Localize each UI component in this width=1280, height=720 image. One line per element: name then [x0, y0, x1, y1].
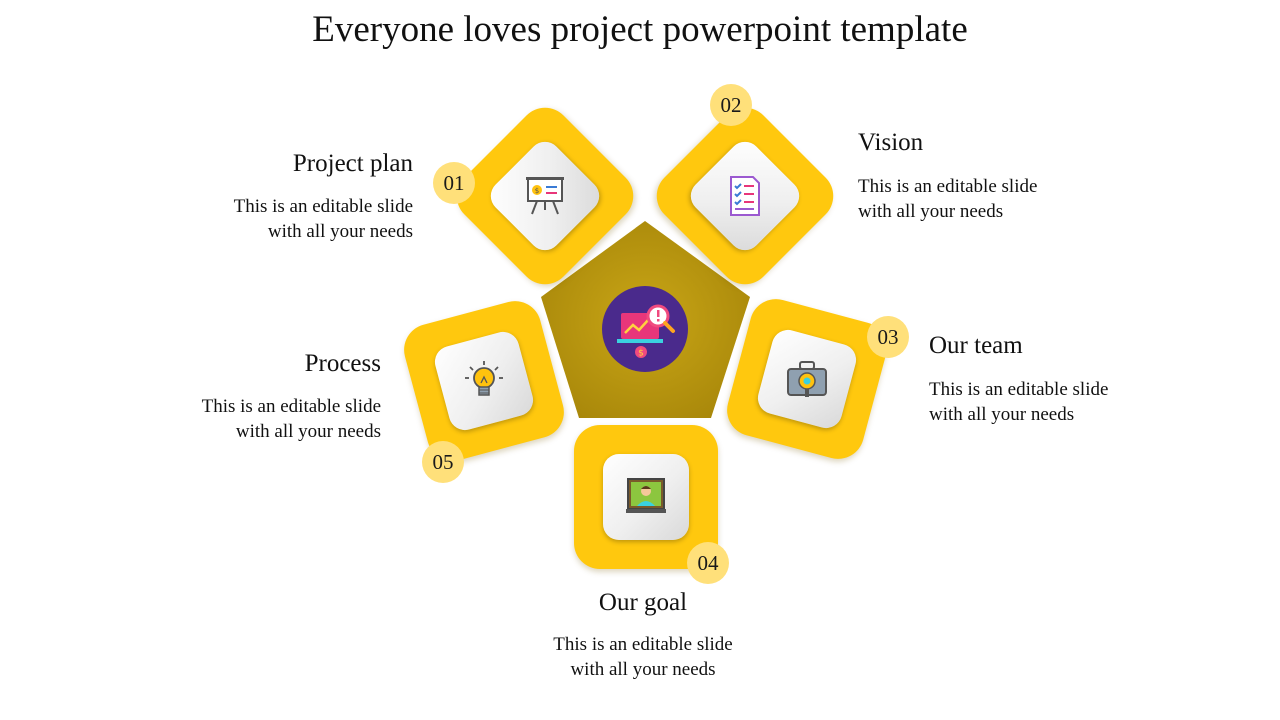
chart-analysis-icon: $ [602, 286, 688, 372]
step-number-badge: 03 [867, 316, 909, 358]
step-number-badge: 05 [422, 441, 464, 483]
presentation-board-icon: $ [526, 177, 564, 215]
svg-text:$: $ [638, 349, 644, 359]
briefcase-gear-icon [787, 361, 827, 397]
step-label: Project plan [292, 150, 413, 177]
step-label: Vision [858, 129, 924, 156]
svg-text:$: $ [535, 187, 539, 195]
lightbulb-icon [465, 361, 503, 396]
step-number-badge: 02 [710, 84, 752, 126]
checklist-icon [730, 176, 760, 216]
person-monitor-icon [626, 478, 666, 513]
step-label: Process [304, 350, 381, 377]
step-label: Our goal [598, 589, 688, 616]
step-label: Our team [929, 332, 1023, 359]
page-title: Everyone loves project powerpoint templa… [312, 9, 968, 50]
step-number-badge: 01 [433, 162, 475, 204]
step-number-badge: 04 [687, 542, 729, 584]
